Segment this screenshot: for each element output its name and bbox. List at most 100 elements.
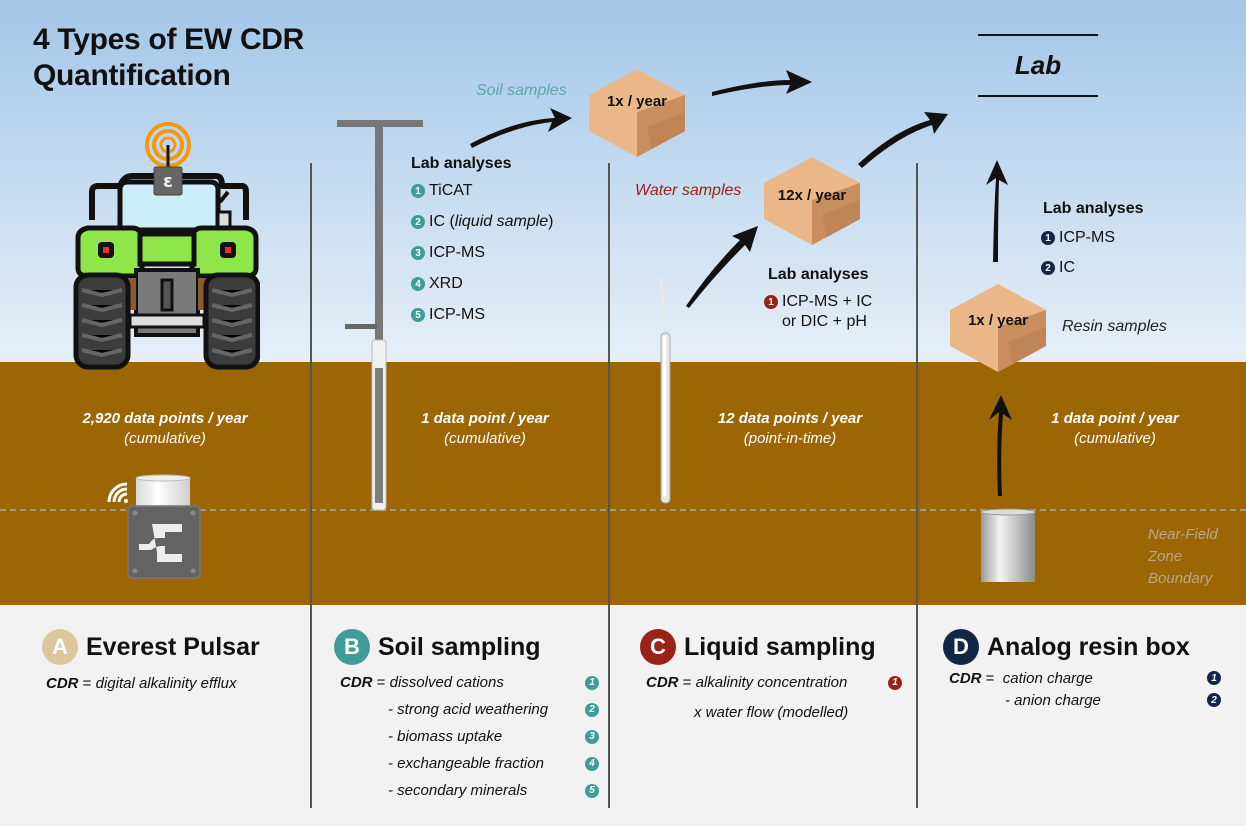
sample-box-icon [589, 69, 685, 157]
cdr-row: - strong acid weathering 2 [340, 696, 599, 723]
section-badge: B [334, 629, 370, 665]
cdr-term: cation charge [1002, 669, 1093, 687]
cdr-label: CDR [340, 674, 373, 691]
near-field-zone-label: Near-Field Zone Boundary [1148, 524, 1218, 590]
data-points-type: (cumulative) [124, 430, 206, 447]
section-badge: A [42, 629, 78, 665]
soil-samples-label: Soil samples [476, 82, 567, 99]
bottom-panel [0, 605, 1246, 826]
page-title-line-2: Quantification [33, 59, 231, 92]
number-badge: 1 [411, 184, 425, 198]
number-badge: 2 [1041, 261, 1055, 275]
cdr-row: - secondary minerals 5 [340, 777, 599, 804]
data-points-pulsar: 2,920 data points / year (cumulative) [40, 409, 290, 449]
soil-corer-icon [337, 120, 423, 511]
column-divider [608, 163, 610, 808]
cdr-row: CDR = dissolved cations 1 [340, 669, 599, 696]
near-field-line: Boundary [1148, 570, 1213, 587]
column-divider [916, 163, 918, 808]
lab-analysis-item: 1 TiCAT [411, 181, 554, 201]
section-liquid-sampling: C Liquid sampling CDR = alkalinity conce… [640, 629, 902, 726]
svg-text:ε: ε [163, 171, 173, 192]
lab-analysis-item: 5 ICP-MS [411, 305, 554, 325]
soil-layer [0, 362, 1246, 605]
number-badge: 3 [411, 246, 425, 260]
sensor-device-icon [107, 474, 201, 579]
section-title: Analog resin box [987, 632, 1190, 661]
page-title-line-1: 4 Types of EW CDR [33, 23, 305, 56]
resin-samples-label: Resin samples [1062, 318, 1167, 335]
cdr-definition: CDR = dissolved cations 1 - strong acid … [340, 669, 599, 804]
near-field-line: Zone [1148, 548, 1183, 565]
resin-sample-frequency: 1x / year [967, 312, 1029, 329]
data-points-type: (cumulative) [1074, 430, 1156, 447]
section-badge: D [943, 629, 979, 665]
cdr-term: - secondary minerals [388, 782, 528, 799]
data-points-resin: 1 data point / year (cumulative) [1000, 409, 1230, 449]
sample-box-icon [950, 284, 1046, 372]
data-points-value: 1 data point / year [421, 410, 549, 427]
water-sample-frequency: 12x / year [777, 187, 847, 204]
cdr-definition: CDR = alkalinity concentration 1 x water… [646, 669, 902, 726]
cdr-term: - anion charge [1005, 691, 1101, 709]
lab-analysis-item: 3 ICP-MS [411, 243, 554, 263]
section-soil-sampling: B Soil sampling CDR = dissolved cations … [334, 629, 599, 804]
cdr-row: CDR = cation charge 1 [949, 667, 1221, 689]
tractor-icon: ε [73, 122, 260, 370]
data-points-soil: 1 data point / year (cumulative) [370, 409, 600, 449]
water-samples-label: Water samples [635, 182, 742, 199]
number-badge: 3 [585, 729, 599, 744]
section-badge: C [640, 629, 676, 665]
page-title: 4 Types of EW CDR Quantification [33, 22, 304, 94]
number-badge: 5 [585, 783, 599, 798]
wifi-signal-icon [107, 482, 128, 503]
data-points-value: 1 data point / year [1051, 410, 1179, 427]
cdr-definition: CDR = cation charge 1 - anion charge 2 [949, 667, 1221, 711]
section-analog-resin-box: D Analog resin box CDR = cation charge 1… [943, 629, 1221, 711]
section-title: Liquid sampling [684, 632, 876, 661]
cdr-label: CDR [646, 674, 679, 691]
lab-analyses-heading: Lab analyses [1043, 200, 1144, 217]
soil-sample-frequency: 1x / year [606, 93, 668, 110]
section-everest-pulsar: A Everest Pulsar CDR = digital alkalinit… [42, 629, 260, 692]
cdr-term: x water flow (modelled) [694, 704, 849, 721]
cdr-definition: CDR = digital alkalinity efflux [46, 675, 237, 692]
number-badge: 4 [411, 277, 425, 291]
resin-canister-icon [980, 508, 1036, 582]
cdr-term: - exchangeable fraction [388, 755, 544, 772]
number-badge: 1 [585, 675, 599, 690]
cdr-row: - anion charge 2 [949, 689, 1221, 711]
cdr-term: alkalinity concentration [695, 674, 848, 691]
number-badge: 2 [585, 702, 599, 717]
near-field-boundary-line [0, 509, 1246, 511]
soil-lab-analyses: Lab analyses 1 TiCAT 2 IC (liquid sample… [411, 155, 554, 325]
section-title: Everest Pulsar [86, 632, 260, 661]
cdr-term: - strong acid weathering [388, 701, 549, 718]
cdr-row: x water flow (modelled) [646, 699, 902, 726]
lab-analysis-item: 2 IC [1041, 258, 1144, 278]
lab-analysis-item-continued: or DIC + pH [782, 313, 867, 330]
lab-analysis-item: 2 IC (liquid sample) [411, 212, 554, 232]
data-points-value: 12 data points / year [717, 410, 863, 427]
antenna-signal-icon [145, 122, 191, 170]
cdr-label: CDR [46, 675, 79, 692]
cdr-term: digital alkalinity efflux [95, 675, 237, 692]
resin-lab-analyses: Lab analyses 1 ICP-MS 2 IC [1041, 200, 1144, 278]
lab-analyses-heading: Lab analyses [411, 155, 512, 172]
number-badge: 1 [764, 295, 778, 309]
number-badge: 2 [1207, 693, 1221, 707]
number-badge: 4 [585, 756, 599, 771]
lysimeter-probe-icon [658, 278, 671, 504]
cdr-row: CDR = alkalinity concentration 1 [646, 669, 902, 696]
cdr-row: - biomass uptake 3 [340, 723, 599, 750]
section-header: D Analog resin box [943, 629, 1221, 665]
number-badge: 5 [411, 308, 425, 322]
liquid-lab-analyses: Lab analyses 1 ICP-MS + IC or DIC + pH [764, 266, 872, 332]
number-badge: 1 [1041, 231, 1055, 245]
near-field-line: Near-Field [1148, 526, 1218, 543]
cdr-label: CDR [949, 669, 982, 687]
cdr-row: - exchangeable fraction 4 [340, 750, 599, 777]
lab-analysis-item: 4 XRD [411, 274, 554, 294]
cdr-term: - biomass uptake [388, 728, 503, 745]
column-divider [310, 163, 312, 808]
